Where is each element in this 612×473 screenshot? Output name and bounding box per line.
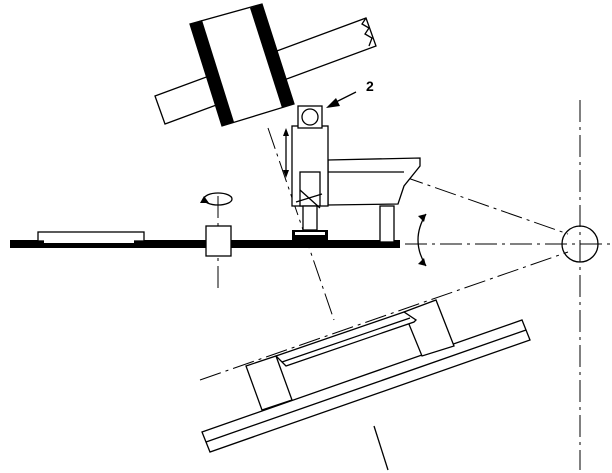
tilted-bed-assembly xyxy=(201,299,531,471)
table-plate xyxy=(10,240,400,248)
machine-head xyxy=(283,105,421,243)
workpiece-left xyxy=(37,231,145,242)
part-number-label: 2 xyxy=(366,78,374,94)
shaft-break-mark xyxy=(361,17,373,47)
tilted-block-left xyxy=(245,355,293,411)
upper-tilt-centerline xyxy=(401,175,569,235)
top-roll-assembly xyxy=(154,3,377,127)
roll-band-right xyxy=(250,4,294,108)
spindle-shaft xyxy=(302,205,318,231)
plate-gap xyxy=(44,240,134,243)
roll-band-left xyxy=(190,20,234,126)
tilted-workpiece xyxy=(274,311,418,367)
rotary-hub xyxy=(205,225,232,257)
tilted-workpiece-edge xyxy=(281,317,411,363)
part-callout: 2 xyxy=(326,78,374,108)
rotate-arrow-icon xyxy=(200,192,233,206)
pivot-pin xyxy=(301,108,319,126)
spindle-arrow-b xyxy=(299,189,321,209)
lower-tilt-centerline xyxy=(199,251,569,381)
tray xyxy=(327,157,421,206)
tilted-block-right xyxy=(403,299,455,357)
machine-tilt-axis xyxy=(267,127,335,321)
tool-teeth xyxy=(295,232,325,235)
pivot-circle xyxy=(561,225,599,263)
lower-axis-stub xyxy=(373,425,389,471)
support-leg xyxy=(379,205,395,243)
base-plate xyxy=(10,225,400,257)
spindle xyxy=(299,171,321,207)
curved-double-arrow-icon xyxy=(417,213,427,267)
tilted-base-inner-line xyxy=(205,329,527,443)
